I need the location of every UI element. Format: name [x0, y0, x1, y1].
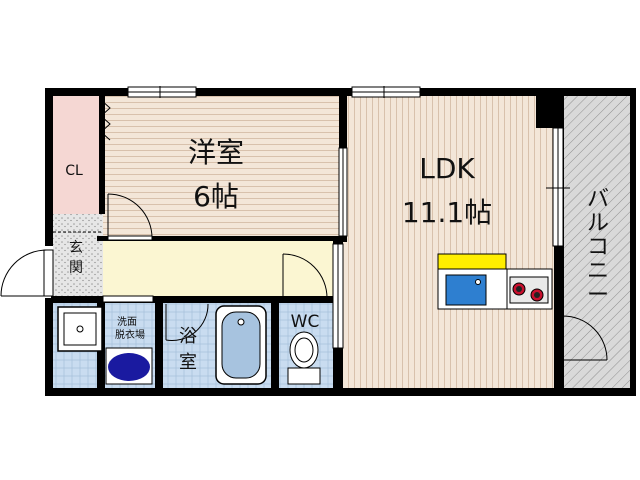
balcony-label-1: バ [587, 187, 609, 212]
kitchen-counter [437, 253, 553, 310]
balcony-label-4: ニ [587, 259, 609, 284]
balcony-label-2: ル [587, 211, 609, 236]
ldk-size: 11.1帖 [402, 196, 492, 229]
balcony-label-3: コ [587, 235, 609, 260]
western-room-floor [103, 96, 343, 238]
closet-folding-door[interactable] [100, 99, 111, 141]
washing-machine-pan [57, 306, 103, 352]
hallway-floor [103, 240, 335, 298]
balcony-label-5: ー [587, 283, 609, 308]
entrance-floor [51, 214, 103, 298]
western-room-door[interactable] [107, 193, 153, 241]
ldk-floor [343, 96, 555, 388]
bath-door[interactable] [165, 303, 209, 341]
ldk-partition-sliding[interactable] [338, 147, 348, 237]
balcony-sliding-door[interactable] [546, 127, 570, 247]
wc-door[interactable] [282, 253, 328, 299]
kitchen-sink [445, 274, 487, 306]
western-room-size: 6帖 [193, 180, 239, 213]
washroom-door[interactable] [102, 295, 154, 303]
entrance-door[interactable] [0, 249, 54, 297]
balcony-floor [562, 96, 630, 388]
western-room-name: 洋室 [188, 136, 244, 169]
balcony-door[interactable] [562, 315, 608, 361]
wc-label: WC [291, 312, 320, 332]
bathtub [215, 305, 267, 385]
closet-label: CL [65, 163, 83, 179]
entrance-label-1: 玄 [69, 239, 83, 256]
bath-label-1: 浴 [179, 326, 197, 347]
entrance-label-2: 関 [69, 260, 83, 276]
toilet [287, 331, 321, 385]
window-western [127, 86, 197, 98]
gas-stove [509, 276, 549, 304]
window-ldk [351, 86, 421, 98]
bath-label-2: 室 [179, 352, 197, 373]
washroom-label-2: 脱衣場 [115, 328, 145, 341]
vanity-basin [105, 347, 153, 385]
ldk-name: LDK [419, 152, 475, 185]
closet-floor [51, 96, 103, 214]
washroom-label-1: 洗面 [117, 316, 137, 328]
hall-ldk-opening[interactable] [332, 243, 344, 349]
